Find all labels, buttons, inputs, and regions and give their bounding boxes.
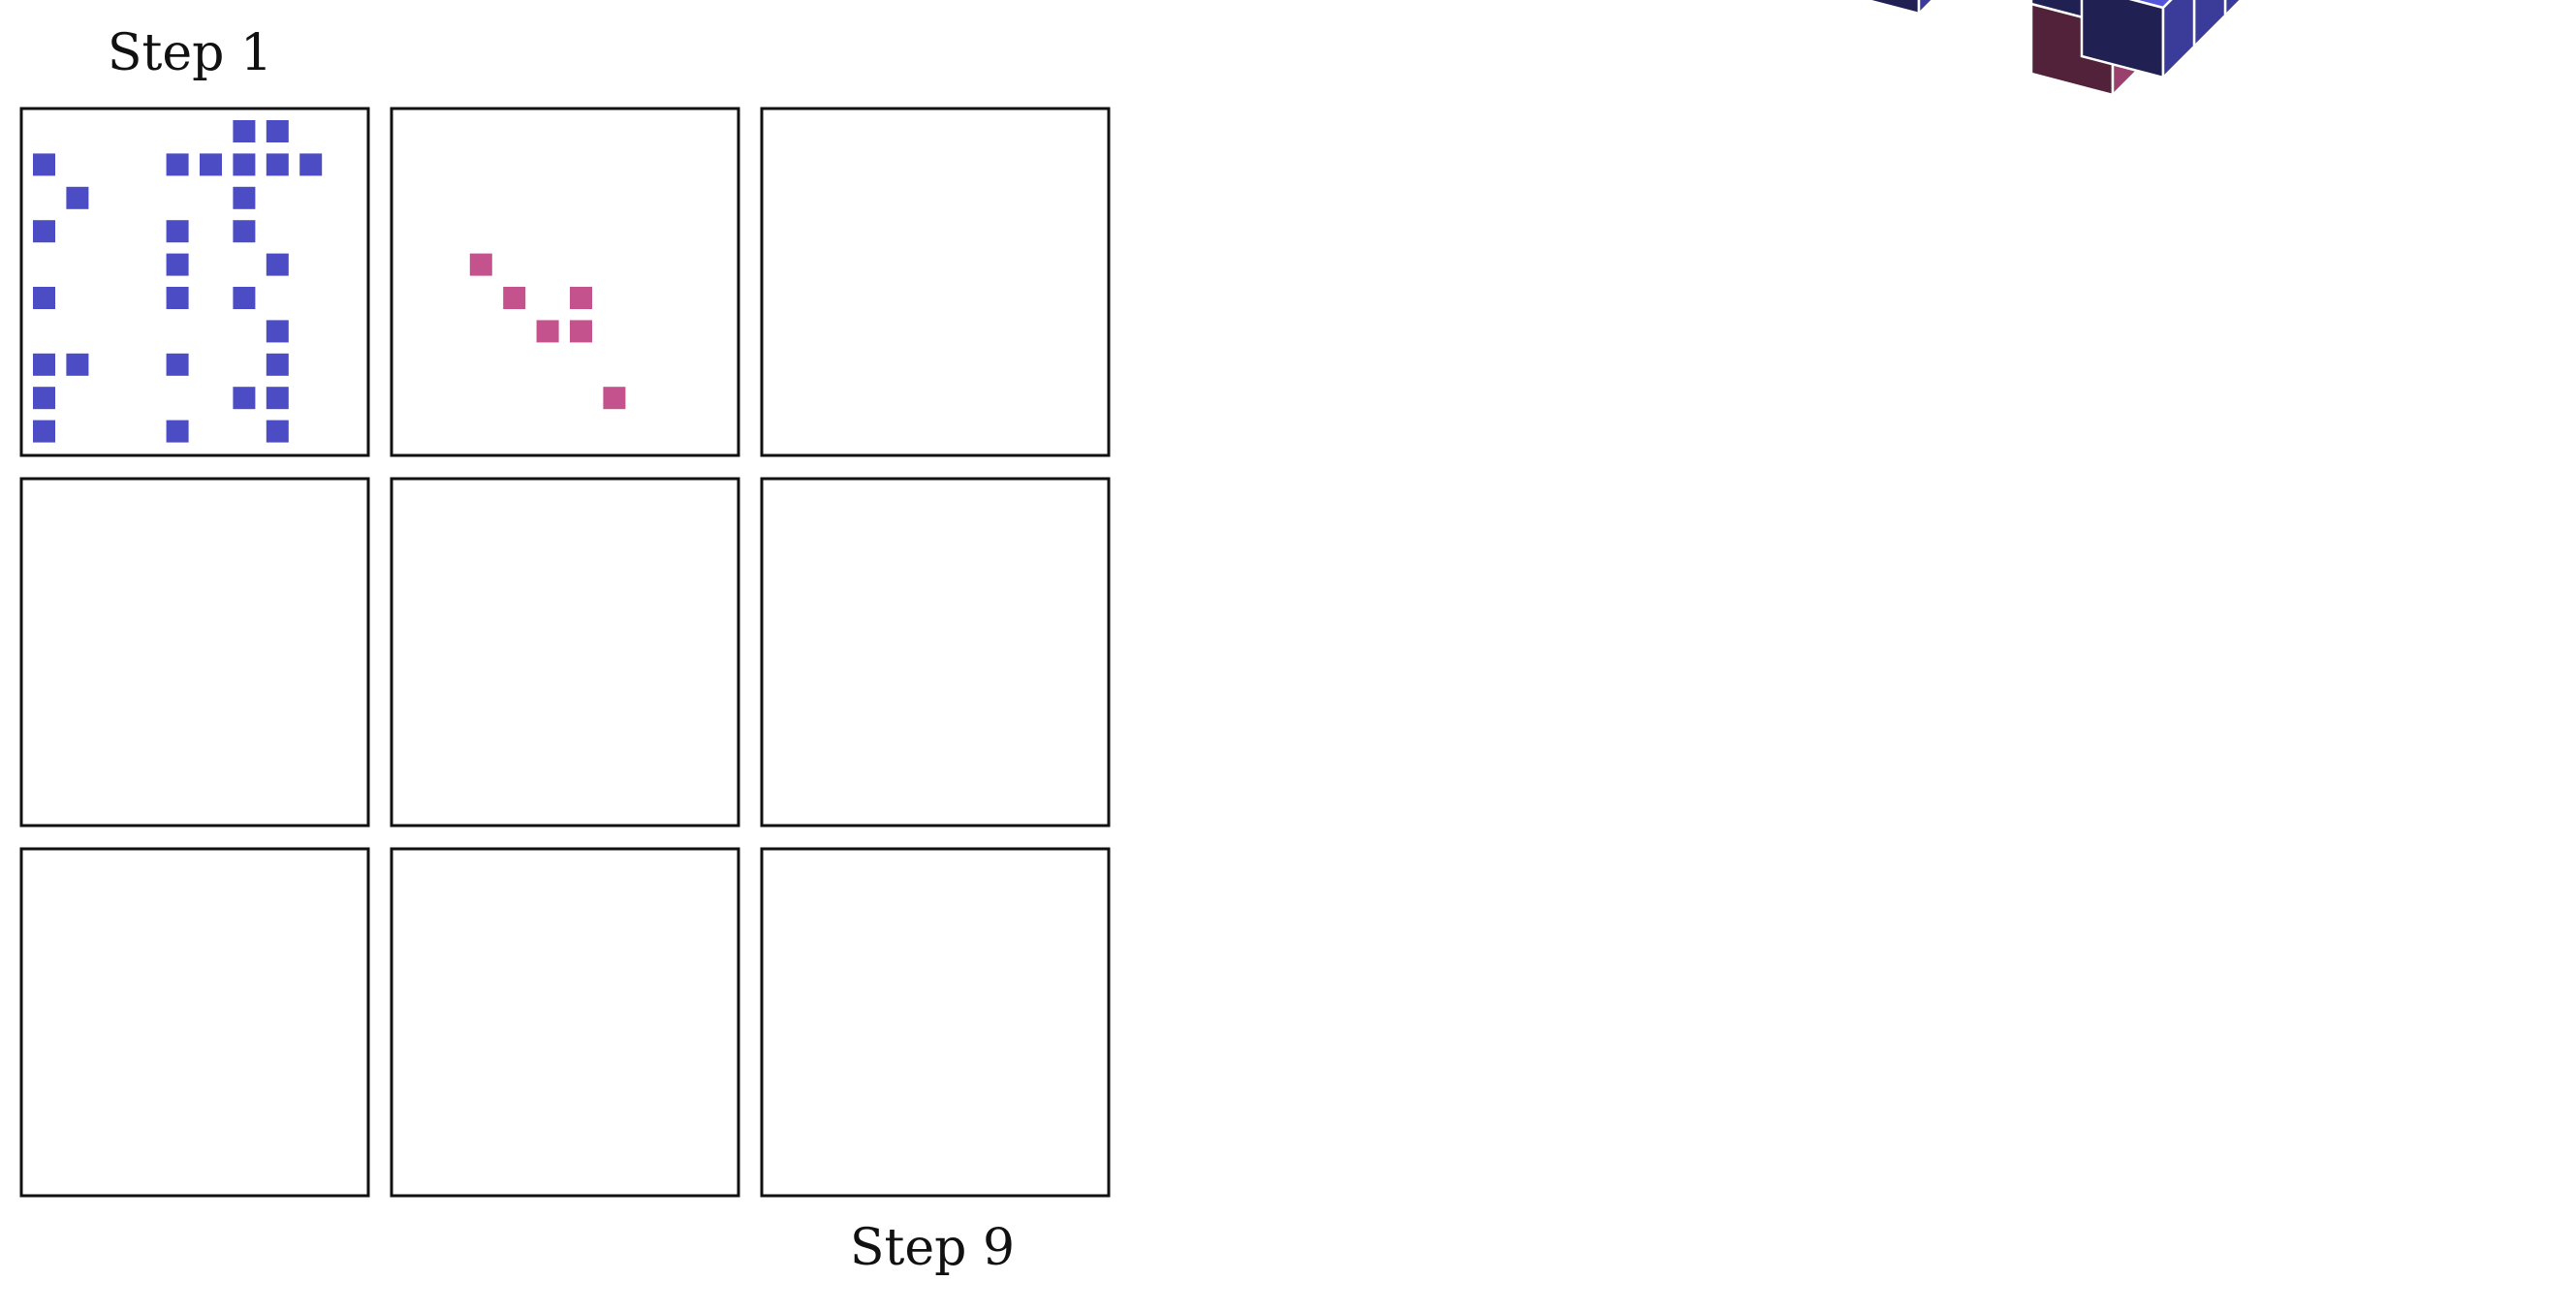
cube-side-face bbox=[2192, 0, 2227, 50]
occupied-cell bbox=[603, 387, 626, 410]
occupied-cell bbox=[233, 186, 256, 209]
step-panel-3 bbox=[760, 107, 1111, 457]
occupied-cell bbox=[233, 120, 256, 142]
cube-side-face bbox=[2161, 0, 2196, 81]
occupied-cell bbox=[66, 353, 89, 376]
occupied-cell bbox=[33, 353, 55, 376]
occupied-cell bbox=[66, 186, 89, 209]
step-9-label: Step 9 bbox=[850, 1219, 1015, 1277]
occupied-cell bbox=[266, 353, 289, 376]
occupied-cell bbox=[233, 287, 256, 309]
occupied-cell bbox=[33, 387, 55, 410]
occupied-cell bbox=[33, 153, 55, 176]
step-panel-9 bbox=[760, 847, 1111, 1198]
step-panel-5 bbox=[390, 477, 740, 828]
voxel-cube bbox=[2080, 0, 2196, 81]
occupied-cell bbox=[200, 153, 222, 176]
occupied-cell bbox=[266, 320, 289, 343]
occupied-cell bbox=[33, 220, 55, 243]
panel-frame bbox=[760, 847, 1111, 1198]
panel-frame bbox=[19, 477, 370, 828]
occupied-cell bbox=[266, 120, 289, 142]
step-panels bbox=[19, 107, 1111, 1198]
step-panel-6 bbox=[760, 477, 1111, 828]
step-panel-2 bbox=[390, 107, 740, 457]
panel-frame bbox=[390, 107, 740, 457]
occupied-cell bbox=[503, 287, 526, 309]
occupied-cell bbox=[166, 287, 189, 309]
occupied-cell bbox=[570, 287, 592, 309]
occupied-cell bbox=[166, 420, 189, 443]
occupied-cell bbox=[233, 387, 256, 410]
panel-frame bbox=[19, 847, 370, 1198]
panel-frame bbox=[760, 107, 1111, 457]
cube-front-face bbox=[1862, 0, 1921, 16]
occupied-cell bbox=[166, 153, 189, 176]
step-1-label: Step 1 bbox=[108, 24, 272, 82]
step-panel-4 bbox=[19, 477, 370, 828]
step-panel-7 bbox=[19, 847, 370, 1198]
occupied-cell bbox=[299, 153, 323, 176]
cube-side-face bbox=[2223, 0, 2243, 19]
occupied-cell bbox=[266, 420, 289, 443]
step-panel-1 bbox=[19, 107, 370, 457]
occupied-cell bbox=[469, 253, 492, 276]
occupied-cell bbox=[233, 153, 256, 176]
occupied-cell bbox=[570, 320, 592, 343]
occupied-cell bbox=[33, 287, 55, 309]
voxel-cube-stack bbox=[1862, 0, 2243, 99]
occupied-cell bbox=[166, 220, 189, 243]
occupied-cell bbox=[266, 387, 289, 410]
occupied-cell bbox=[233, 220, 256, 243]
voxel-cube bbox=[1862, 0, 1934, 17]
panel-frame bbox=[760, 477, 1111, 828]
panel-frame bbox=[390, 477, 740, 828]
cube-side-face bbox=[1917, 0, 1934, 17]
occupied-cell bbox=[266, 153, 289, 176]
panel-frame bbox=[390, 847, 740, 1198]
occupied-cell bbox=[166, 353, 189, 376]
step-panel-8 bbox=[390, 847, 740, 1198]
occupied-cell bbox=[33, 420, 55, 443]
occupied-cell bbox=[166, 253, 189, 276]
occupied-cell bbox=[536, 320, 559, 343]
occupied-cell bbox=[266, 253, 289, 276]
